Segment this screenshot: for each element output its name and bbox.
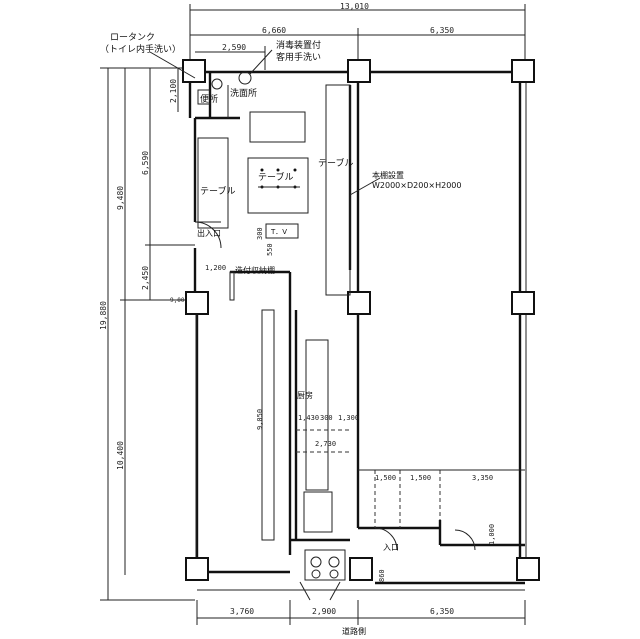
label-shelf: 本棚設置 [372, 170, 404, 180]
dim-left-total: 19,880 [99, 301, 108, 330]
dim-bottom-right: 6,350 [430, 607, 454, 616]
label-built-in-storage: 造付収納棚 [235, 265, 275, 275]
dim-bottom-mid: 2,900 [312, 607, 336, 616]
label-tv: T．V [270, 228, 287, 236]
dim-left-mid: 9,480 [116, 186, 125, 210]
label-guest-sink: 客用手洗い [276, 51, 321, 63]
label-kitchen: 厨房 [297, 390, 313, 400]
dim-entry-w: 1,200 [205, 264, 226, 272]
dim-kitchen-d: 2,730 [315, 440, 336, 448]
dim-entrance-b: 1,500 [410, 474, 431, 482]
dim-left-lower: 10,400 [116, 441, 125, 470]
dim-side-small: 9,000 [170, 297, 188, 304]
label-washroom: 洗面所 [230, 87, 257, 99]
label-low-tank-sub: （トイレ内手洗い） [100, 43, 181, 55]
label-rear-entrance: 出入口 [197, 228, 221, 238]
labels: ロータンク （トイレ内手洗い） 消毒装置付 客用手洗い 便所 洗面所 テーブル … [100, 32, 461, 636]
label-sterilizer: 消毒装置付 [276, 39, 321, 51]
dim-left-small: 2,450 [141, 266, 150, 290]
inner-dimensions: 1,200 300 550 9,050 1,430 300 1,300 2,73… [205, 227, 496, 582]
dim-kitchen-b: 300 [320, 414, 333, 422]
walls [188, 70, 527, 591]
dim-top-left: 6,660 [262, 26, 286, 35]
dim-entrance-c: 3,350 [472, 474, 493, 482]
dim-entry-h: 300 [256, 227, 264, 240]
dim-left-upper: 6,590 [141, 151, 150, 175]
bottom-dimensions: 3,760 2,900 6,350 [196, 600, 526, 625]
dim-entrance-d: 1,000 [488, 524, 496, 545]
dim-kitchen-depth: 9,050 [256, 409, 264, 430]
label-toilet: 便所 [200, 93, 218, 105]
label-table-right: テーブル [318, 157, 353, 169]
label-table-center: テーブル [258, 171, 293, 183]
label-table-left: テーブル [200, 185, 235, 197]
label-entrance: 入口 [383, 543, 399, 552]
label-road-side: 道路側 [342, 626, 366, 636]
dim-entry-h2: 550 [266, 243, 274, 256]
label-low-tank: ロータンク [110, 32, 155, 43]
dim-top-total: 13,010 [340, 2, 369, 11]
dim-kitchen-c: 1,300 [338, 414, 359, 422]
columns [182, 59, 540, 581]
dim-bottom-left: 3,760 [230, 607, 254, 616]
dim-entrance-e: 860 [378, 569, 386, 582]
dim-top-right: 6,350 [430, 26, 454, 35]
table-seat-dots [258, 168, 300, 189]
dim-left-toilet-h: 2,100 [169, 79, 178, 103]
dim-entrance-a: 1,500 [375, 474, 396, 482]
left-dimensions: 19,880 9,480 6,590 2,100 2,450 10,400 9,… [99, 67, 195, 601]
top-dimensions: 13,010 6,660 6,350 2,590 [189, 2, 526, 70]
dim-kitchen-a: 1,430 [298, 414, 319, 422]
dim-top-toilet: 2,590 [222, 43, 246, 52]
leader-lines [149, 49, 381, 196]
label-shelf-size: W2000×D200×H2000 [372, 181, 461, 190]
fixtures [194, 71, 525, 601]
